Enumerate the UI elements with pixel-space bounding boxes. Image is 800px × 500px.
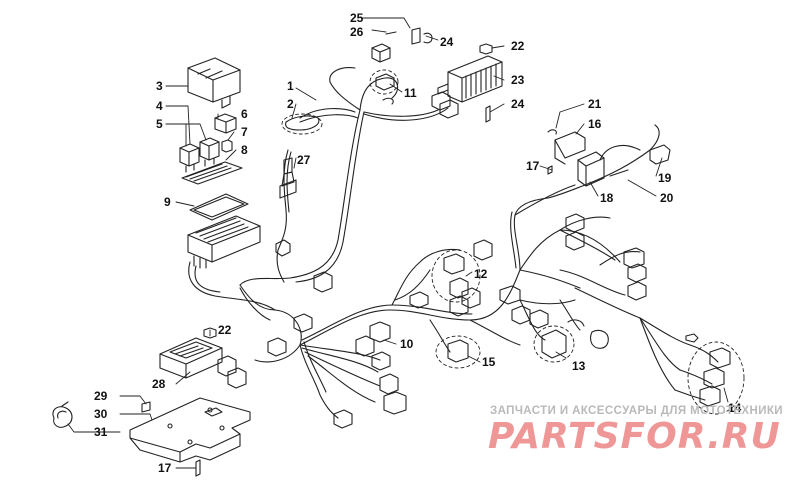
callout-19: 19	[658, 171, 672, 185]
callout-23: 23	[511, 73, 525, 87]
clamp-part	[52, 401, 73, 428]
callout-29: 28	[152, 377, 166, 391]
watermark-logo: PARTSFOR.RU	[488, 416, 781, 457]
fuse-part	[181, 139, 243, 185]
watermark-subtitle: ЗАПЧАСТИ И АКСЕССУАРЫ ДЛЯ МОТОТЕХНИКИ	[490, 405, 783, 417]
callout-13: 13	[572, 359, 586, 373]
callout-17-top: 17	[526, 159, 540, 173]
callout-32: 31	[94, 425, 108, 439]
callout-14: 14	[728, 401, 742, 415]
callout-12: 12	[474, 267, 488, 281]
mounting-plate-part	[129, 397, 251, 463]
callout-30: 29	[94, 389, 108, 403]
bracket-part	[547, 129, 671, 187]
callout-18: 18	[600, 191, 614, 205]
callout-24: 24	[511, 97, 525, 111]
group-13-ring	[533, 325, 575, 363]
callout-7: 7	[241, 125, 248, 139]
callout-5: 5	[156, 117, 163, 131]
callout-20: 20	[660, 191, 674, 205]
oxygen-sensor-part	[275, 157, 297, 257]
relay-cover-part	[187, 57, 241, 109]
callout-21: 21	[588, 97, 602, 111]
group-14-ring	[687, 341, 745, 415]
callout-9: 9	[164, 195, 171, 209]
callout-27: 26	[350, 25, 364, 39]
callout-10: 10	[400, 337, 414, 351]
callout-31: 30	[94, 407, 108, 421]
callout-22-lower: 22	[218, 323, 232, 337]
fuse-box-part	[187, 215, 261, 269]
group-11-ring	[369, 69, 399, 95]
callout-2: 2	[287, 97, 294, 111]
group-15-ring	[435, 335, 481, 369]
callout-28: 27	[297, 153, 311, 167]
callout-3: 3	[156, 79, 163, 93]
callout-8: 8	[241, 143, 248, 157]
group-12-ring	[431, 249, 481, 303]
regulator-part	[437, 55, 503, 103]
callout-1: 1	[287, 79, 294, 93]
callout-17-bottom: 17	[158, 461, 172, 475]
callout-16: 16	[588, 117, 602, 131]
callout-11: 11	[404, 86, 417, 100]
callout-6: 6	[241, 107, 248, 121]
callout-15: 15	[482, 355, 496, 369]
main-harness	[188, 67, 719, 419]
callout-4: 4	[156, 99, 163, 113]
connector-set	[217, 43, 731, 429]
callout-25: 24	[440, 35, 454, 49]
callout-26: 25	[350, 11, 364, 25]
gasket-part	[189, 193, 249, 221]
group-2-ring	[281, 113, 323, 135]
leader-lines	[67, 17, 729, 469]
bolt-part	[141, 327, 217, 477]
callout-22-top: 22	[511, 39, 525, 53]
ecu-part	[159, 337, 223, 379]
